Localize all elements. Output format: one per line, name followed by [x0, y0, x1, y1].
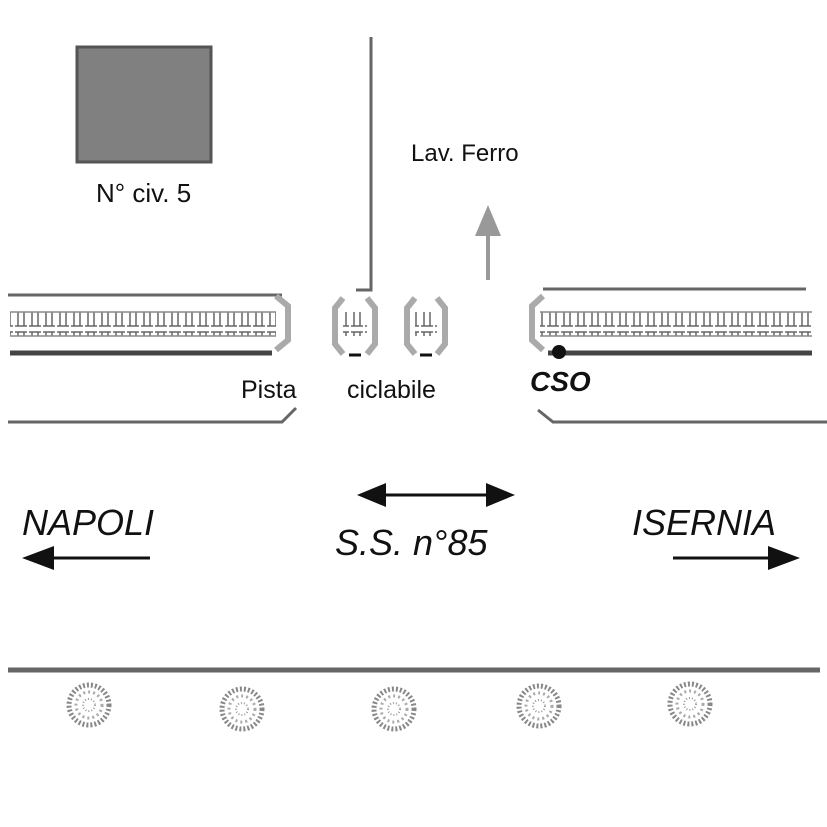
- tree-icon: [374, 689, 414, 729]
- tree-icon: [670, 684, 710, 724]
- building: [75, 45, 213, 164]
- curb-right: [537, 408, 827, 424]
- north-arrow-icon: [475, 205, 501, 280]
- bike-lane-left: [8, 293, 291, 356]
- bollard-icon: [404, 296, 448, 357]
- building-label: N° civ. 5: [96, 178, 191, 208]
- bike-lane-label-b: ciclabile: [347, 376, 436, 404]
- bike-lane-right: [529, 287, 812, 356]
- tree-icon: [69, 685, 109, 725]
- tree-icon: [519, 686, 559, 726]
- arrow-left-icon: [22, 546, 150, 570]
- bollard-icon: [332, 296, 378, 357]
- double-arrow-icon: [357, 483, 515, 507]
- cso-label: CSO: [530, 366, 591, 397]
- street-edge-line: [356, 37, 373, 292]
- road-label: S.S. n°85: [335, 522, 488, 563]
- bike-lane-label-a: Pista: [241, 376, 297, 404]
- tree-icon: [222, 689, 262, 729]
- street-north-label: Lav. Ferro: [411, 140, 519, 167]
- city-east-label: ISERNIA: [632, 502, 776, 543]
- arrow-right-icon: [673, 546, 800, 570]
- cso-marker-icon: [552, 345, 566, 359]
- city-west-label: NAPOLI: [22, 502, 154, 543]
- curb-left: [8, 406, 298, 424]
